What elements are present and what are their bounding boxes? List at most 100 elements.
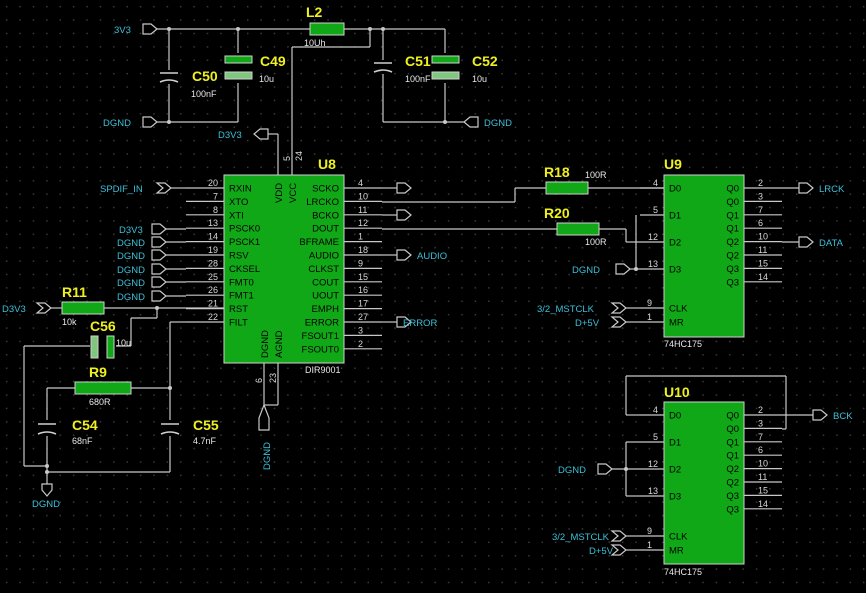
value-label: 10k (62, 317, 77, 327)
pin-number: 1 (647, 540, 652, 550)
capacitor-c52[interactable]: C52 10u (431, 53, 498, 84)
pin-number: 3 (358, 325, 363, 335)
pin-name: BFRAME (299, 237, 339, 248)
net-dgnd-28[interactable]: DGND (117, 265, 145, 276)
ic-u8[interactable]: U8 DIR9001 20RXIN7XTO8XTI13PSCK014PSCK11… (186, 151, 382, 406)
power-wiring (157, 27, 468, 175)
pin-number: 14 (758, 272, 768, 282)
net-dgnd-bottom[interactable]: DGND (32, 483, 60, 510)
ref-label: U9 (664, 156, 682, 172)
value-label: 10u (259, 74, 274, 84)
net-bck[interactable]: BCK (833, 411, 853, 422)
net-dgnd-19[interactable]: DGND (117, 251, 145, 262)
net-mstclk-u9[interactable]: 3/2_MSTCLK (537, 304, 595, 315)
pin-name: RST (229, 304, 248, 315)
net-3v3-top[interactable]: 3V3 (114, 23, 158, 36)
pin-number: 4 (653, 405, 658, 415)
net-dgnd-left[interactable]: DGND (103, 116, 158, 129)
pin-number: 19 (208, 245, 218, 255)
ref-label: R18 (544, 164, 570, 180)
net-dgnd-right[interactable]: DGND (463, 116, 512, 129)
capacitor-c56[interactable]: C56 10u (90, 318, 131, 359)
pin-number: 1 (647, 312, 652, 322)
pin-number: 20 (208, 178, 218, 188)
pin-name: Q3 (726, 491, 739, 502)
pin-number: 6 (254, 378, 264, 383)
resistor-r18[interactable]: R18 100R (544, 164, 607, 195)
pin-name: FSOUT1 (302, 331, 339, 342)
net-audio[interactable]: AUDIO (417, 251, 447, 262)
capacitor-c51[interactable]: C51 100nF (373, 53, 431, 84)
pin-number: 13 (648, 259, 658, 269)
ref-label: R9 (89, 364, 107, 380)
resistor-r20[interactable]: R20 100R (544, 205, 607, 247)
pin-number: 4 (653, 178, 658, 188)
net-lrck[interactable]: LRCK (819, 184, 845, 195)
resistor-r11[interactable]: R11 10k (61, 284, 105, 327)
ref-label: C55 (193, 417, 219, 433)
pin-name: PSCK0 (229, 224, 260, 235)
net-dgnd-25[interactable]: DGND (117, 278, 145, 289)
pin-number: 14 (208, 232, 218, 242)
pin-number: 12 (648, 232, 658, 242)
pin-name: Q3 (726, 264, 739, 275)
pin-name: CLK (669, 532, 688, 543)
value-label: 10u (116, 338, 131, 348)
net-dgnd-u10[interactable]: DGND (558, 465, 586, 476)
ref-label: C49 (260, 53, 286, 69)
pin-number: 25 (208, 272, 218, 282)
pin-name: Q3 (726, 277, 739, 288)
pin-number: 15 (758, 485, 768, 495)
pin-number: 12 (358, 218, 368, 228)
value-label: 10u (472, 74, 487, 84)
pin-number: 10 (758, 232, 768, 242)
pin-name: MR (669, 546, 684, 557)
pin-name: Q2 (726, 237, 739, 248)
resistor-r9[interactable]: R9 680R (74, 364, 132, 407)
u8-top-pins: VDD VCC 5 24 (274, 151, 304, 203)
net-dgnd-u9[interactable]: DGND (572, 265, 600, 276)
value-label: 100nF (405, 74, 431, 84)
net-dgnd-u8[interactable]: DGND (258, 403, 273, 470)
pin-name: Q2 (726, 251, 739, 262)
net-d5v-u10[interactable]: D+5V (589, 546, 614, 557)
u8-left-pins: 20RXIN7XTO8XTI13PSCK014PSCK119RSV28CKSEL… (186, 178, 260, 329)
capacitor-c50[interactable]: C50 100nF (159, 68, 218, 99)
pin-number: 3 (758, 191, 763, 201)
value-label: 10Uh (304, 38, 326, 48)
net-d5v-u9[interactable]: D+5V (575, 318, 600, 329)
pin-name: D0 (669, 184, 681, 195)
pin-number: 9 (647, 298, 652, 308)
pin-number: 8 (213, 205, 218, 215)
capacitor-c54[interactable]: C54 68nF (37, 417, 98, 446)
pin-name: Q0 (726, 424, 739, 435)
net-dgnd-14[interactable]: DGND (117, 238, 145, 249)
capacitor-c49[interactable]: C49 10u (224, 53, 286, 84)
pin-number: 1 (358, 232, 363, 242)
capacitor-c55[interactable]: C55 4.7nF (160, 417, 219, 446)
pin-name: VDD (274, 183, 285, 203)
inductor-l2[interactable]: L2 10Uh (304, 4, 345, 48)
net-data[interactable]: DATA (819, 238, 844, 249)
net-mstclk-u10[interactable]: 3/2_MSTCLK (552, 532, 610, 543)
pin-number: 27 (358, 312, 368, 322)
net-d3v3-r11[interactable]: D3V3 (2, 302, 52, 315)
pin-number: 5 (282, 156, 292, 161)
net-d3v3-mid[interactable]: D3V3 (218, 128, 269, 141)
net-d3v3-pin13[interactable]: D3V3 (119, 225, 143, 236)
net-dgnd-26[interactable]: DGND (117, 292, 145, 303)
pin-name: FMT0 (229, 277, 254, 288)
ref-label: C50 (192, 68, 218, 84)
pin-number: 11 (758, 472, 767, 482)
net-spdif-in[interactable]: SPDIF_IN (100, 182, 186, 195)
pin-number: 10 (358, 191, 368, 201)
net-error[interactable]: ERROR (403, 318, 437, 329)
ref-label: U10 (664, 384, 690, 400)
net-label: DGND (32, 499, 60, 510)
pin-name: CKSEL (229, 264, 260, 275)
